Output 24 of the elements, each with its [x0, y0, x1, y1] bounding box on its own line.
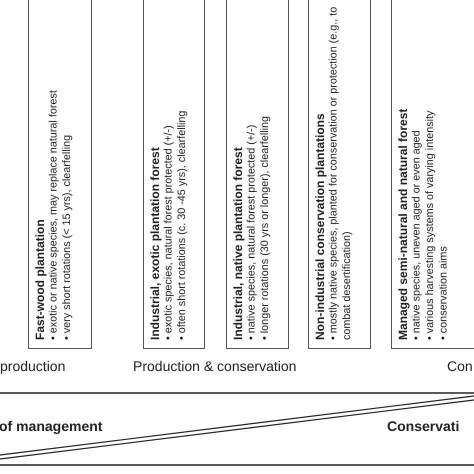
box-heading: Managed semi-natural and natural forest — [397, 108, 410, 340]
box-heading: Industrial, native plantation forest — [232, 146, 246, 340]
bullet-text: • native species, uneven aged or even aged — [410, 129, 424, 340]
bullet-text: • conservation aims — [438, 245, 450, 340]
bullet-text: • various harvesting systems of varying intensity — [424, 110, 437, 340]
category-box — [226, 0, 289, 349]
bullet-text: • longer rotations (30 yrs or longer), clearfelling — [259, 114, 272, 340]
bullet-text: • mostly native species, planted for conservation or protection (e.g., to combat desertification) — [328, 6, 354, 340]
bullet-text: • very short rotations (< 15 yrs), clearfelling — [61, 134, 74, 340]
bullet-text: • native species, natural forest protected (+/-) — [246, 124, 258, 340]
category-label: production — [0, 358, 66, 374]
box-heading: Industrial, exotic plantation forest — [149, 146, 162, 340]
bullet-text: • often short rotations (c. 30 -45 yrs), clearfelling — [176, 110, 189, 340]
category-box — [143, 0, 205, 349]
box-heading: Fast-wood plantation — [34, 218, 48, 340]
category-label: Production & conservation — [133, 358, 296, 374]
category-box — [28, 0, 92, 349]
category-box — [308, 0, 371, 349]
bullet-text: • exotic or native species, may replace natural forest — [48, 89, 60, 340]
box-heading: Non-industrial conservation plantations — [314, 112, 328, 340]
category-box — [391, 0, 474, 349]
bullet-text: • exotic species, natural forest protected (+/-) — [162, 124, 176, 340]
category-label: Con — [447, 358, 473, 374]
axis-heading: Conservati — [387, 418, 460, 434]
